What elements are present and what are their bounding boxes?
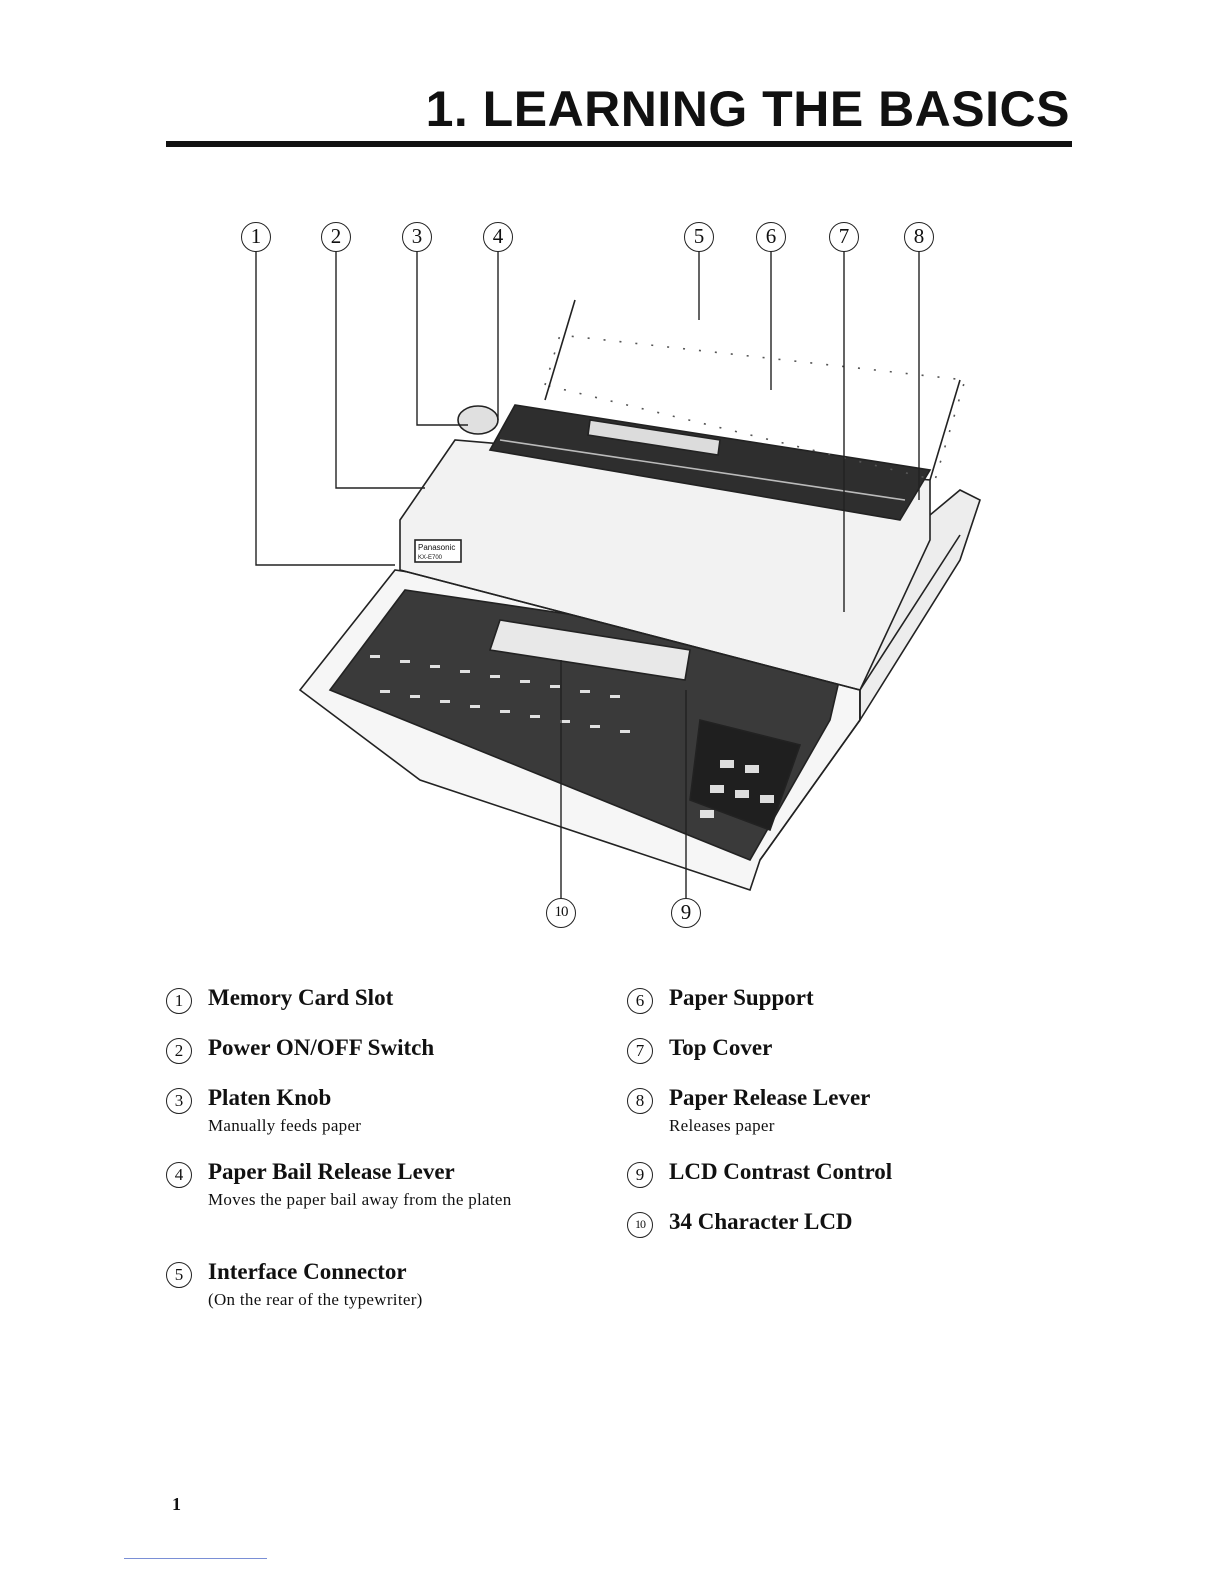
- leader-1: [255, 250, 395, 566]
- legend-label: LCD Contrast Control: [669, 1159, 893, 1184]
- legend-label: Paper Support: [669, 985, 814, 1010]
- callout-8: 8: [904, 222, 934, 252]
- legend-number: 3: [166, 1088, 192, 1114]
- legend-label: Paper Bail Release Lever: [208, 1159, 455, 1184]
- callout-5: 5: [684, 222, 714, 252]
- callout-6: 6: [756, 222, 786, 252]
- legend-number: 8: [627, 1088, 653, 1114]
- leader-2: [335, 250, 425, 489]
- callout-9: 9: [671, 898, 701, 928]
- legend-description: Releases paper: [669, 1116, 775, 1135]
- legend-number: 6: [627, 988, 653, 1014]
- legend-label: Platen Knob: [208, 1085, 332, 1110]
- legend-description: Moves the paper bail away from the plate…: [208, 1190, 512, 1209]
- page-number: 1: [172, 1494, 181, 1514]
- legend-number: 5: [166, 1262, 192, 1288]
- typewriter-illustration: Panasonic KX-E700: [255, 250, 981, 900]
- brand-plate-line-2: KX-E700: [418, 555, 443, 561]
- legend-number: 1: [166, 988, 192, 1014]
- callout-4: 4: [483, 222, 513, 252]
- leader-3: [416, 250, 468, 426]
- page-title: 1. LEARNING THE BASICS: [425, 81, 1070, 137]
- legend-description: (On the rear of the typewriter): [208, 1290, 423, 1309]
- legend-label: Top Cover: [669, 1035, 773, 1060]
- legend-number: 4: [166, 1162, 192, 1188]
- callout-10: 10: [546, 898, 576, 928]
- legend-number: 10: [627, 1212, 653, 1238]
- legend-label: Power ON/OFF Switch: [208, 1035, 435, 1060]
- brand-plate: [414, 539, 462, 563]
- legend-label: Interface Connector: [208, 1259, 407, 1284]
- platen-knob-shape: [457, 405, 499, 435]
- legend-description: Manually feeds paper: [208, 1116, 362, 1135]
- legend-label: Memory Card Slot: [208, 985, 394, 1010]
- title-rule: [166, 141, 1072, 147]
- legend-number: 2: [166, 1038, 192, 1064]
- brand-plate-line-1: Panasonic: [418, 543, 455, 552]
- legend-number: 9: [627, 1162, 653, 1188]
- callout-7: 7: [829, 222, 859, 252]
- callout-2: 2: [321, 222, 351, 252]
- callout-3: 3: [402, 222, 432, 252]
- callout-1: 1: [241, 222, 271, 252]
- legend-number: 7: [627, 1038, 653, 1064]
- legend-label: 34 Character LCD: [669, 1209, 853, 1234]
- legend-label: Paper Release Lever: [669, 1085, 871, 1110]
- footer-line: [124, 1558, 267, 1559]
